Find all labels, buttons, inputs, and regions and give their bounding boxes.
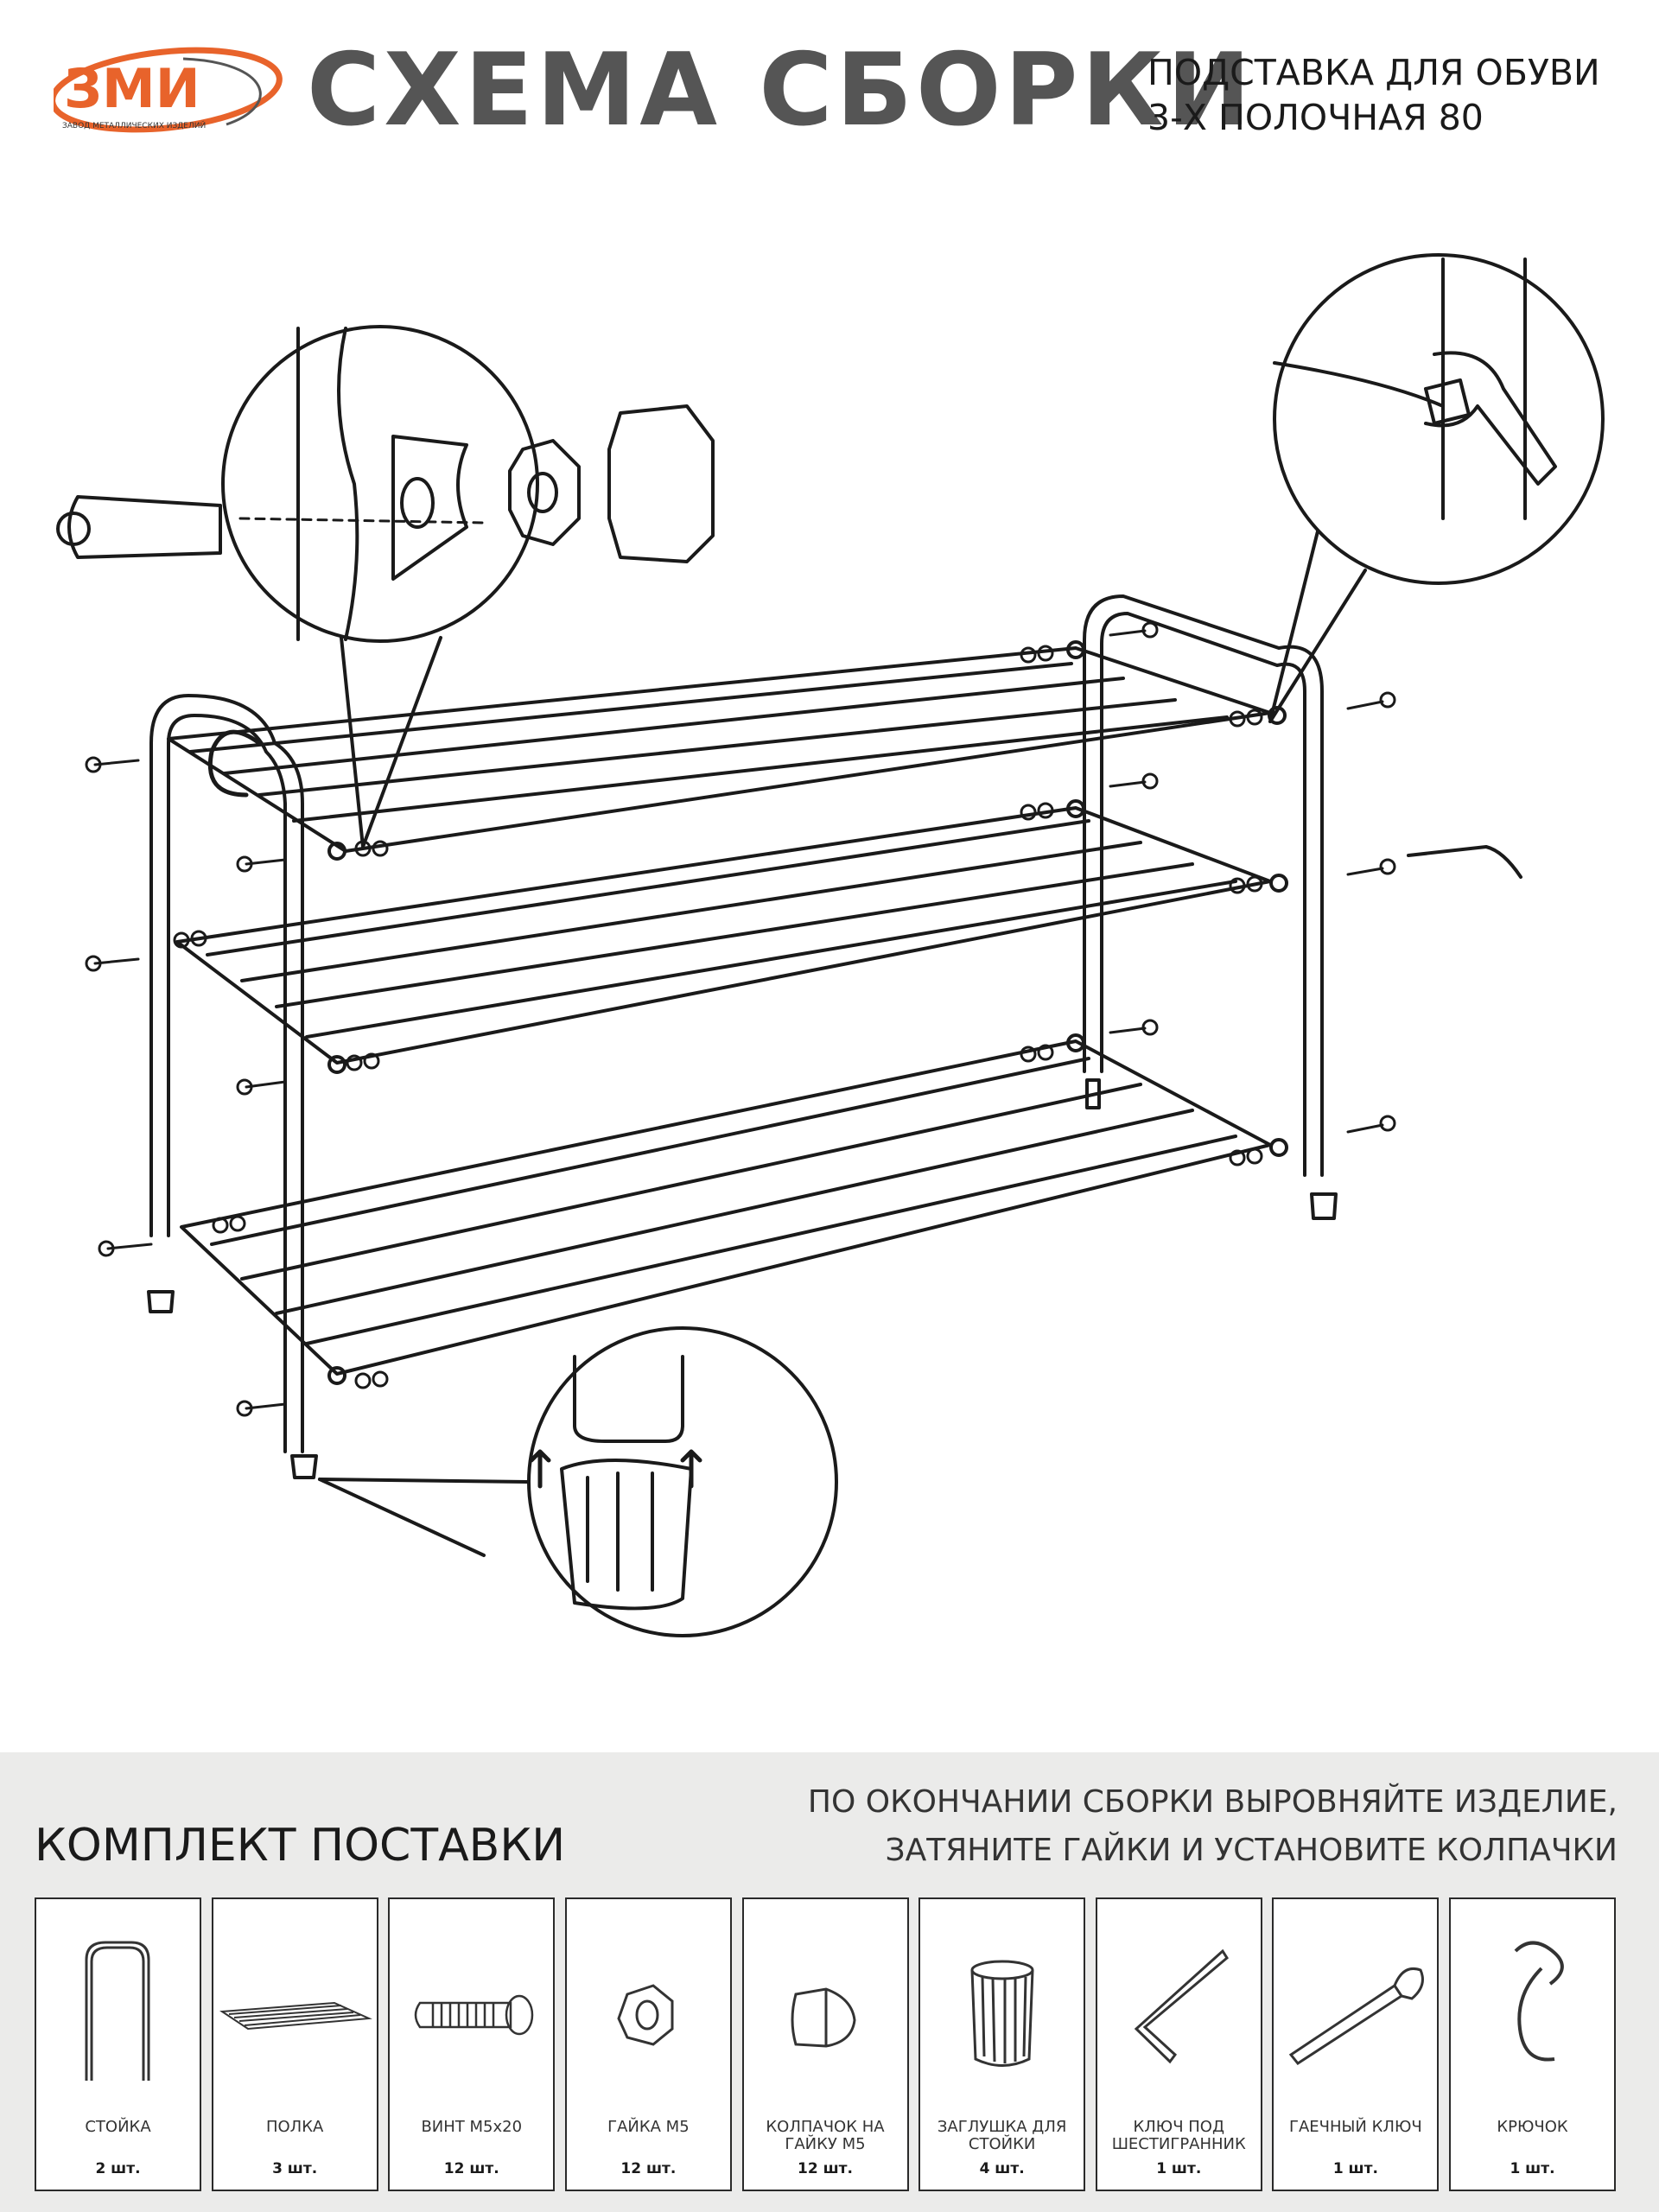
page-title: СХЕМА СБОРКИ xyxy=(307,32,1255,149)
assembly-notice: ПО ОКОНЧАНИИ СБОРКИ ВЫРОВНЯЙТЕ ИЗДЕЛИЕ, … xyxy=(808,1778,1618,1875)
shelf-top xyxy=(167,640,1287,861)
kit-title: КОМПЛЕКТ ПОСТАВКИ xyxy=(35,1820,566,1872)
hook-icon xyxy=(1514,1941,1564,2062)
part-name: ВИНТ М5х20 xyxy=(421,2118,523,2136)
subtitle-line-1: ПОДСТАВКА ДЛЯ ОБУВИ xyxy=(1147,52,1600,93)
subtitle-line-2: 3-Х ПОЛОЧНАЯ 80 xyxy=(1147,97,1484,138)
notice-line-2: ЗАТЯНИТЕ ГАЙКИ И УСТАНОВИТЕ КОЛПАЧКИ xyxy=(885,1833,1618,1868)
detail-wrench xyxy=(1268,253,1605,723)
part-name: КОЛПАЧОК НА ГАЙКУ М5 xyxy=(766,2118,885,2153)
feet xyxy=(147,1078,1338,1479)
part-card-nut-cap: КОЛПАЧОК НА ГАЙКУ М5 12 шт. xyxy=(741,1897,909,2191)
part-name: ГАЙКА М5 xyxy=(607,2118,690,2136)
shelf-bottom xyxy=(180,1033,1288,1385)
notice-line-1: ПО ОКОНЧАНИИ СБОРКИ ВЫРОВНЯЙТЕ ИЗДЕЛИЕ, xyxy=(807,1784,1618,1820)
hook-on-diagram xyxy=(207,729,262,798)
screw-icon xyxy=(415,1994,534,2036)
part-qty: 1 шт. xyxy=(1156,2160,1202,2177)
part-card-wrench: ГАЕЧНЫЙ КЛЮЧ 1 шт. xyxy=(1272,1897,1440,2191)
part-qty: 12 шт. xyxy=(798,2160,853,2177)
part-qty: 12 шт. xyxy=(620,2160,677,2177)
part-card-shelf: ПОЛКА 3 шт. xyxy=(211,1897,378,2191)
logo-tagline: ЗАВОД МЕТАЛЛИЧЕСКИХ ИЗДЕЛИЙ xyxy=(62,120,206,130)
part-name: ГАЕЧНЫЙ КЛЮЧ xyxy=(1289,2118,1422,2136)
product-subtitle: ПОДСТАВКА ДЛЯ ОБУВИ 3-Х ПОЛОЧНАЯ 80 xyxy=(1147,50,1600,140)
part-name: КЛЮЧ ПОД ШЕСТИГРАННИК xyxy=(1111,2118,1246,2153)
brand-logo: ЗМИ ЗАВОД МЕТАЛЛИЧЕСКИХ ИЗДЕЛИЙ xyxy=(54,47,283,133)
part-qty: 4 шт. xyxy=(979,2160,1025,2177)
post-plug-icon xyxy=(970,1960,1034,2067)
part-qty: 1 шт. xyxy=(1510,2160,1555,2177)
shelf-icon xyxy=(219,2001,372,2031)
part-qty: 2 шт. xyxy=(95,2160,141,2177)
nut-icon xyxy=(617,1984,674,2046)
wrench-icon xyxy=(1289,1967,1425,2065)
detail-bolt-joint xyxy=(56,325,715,849)
part-name: КРЮЧОК xyxy=(1497,2118,1568,2136)
part-card-screw: ВИНТ М5х20 12 шт. xyxy=(388,1897,556,2191)
shelf-middle xyxy=(175,799,1288,1074)
hex-key-on-diagram xyxy=(1407,845,1522,879)
part-qty: 12 шт. xyxy=(443,2160,499,2177)
left-screws xyxy=(85,756,287,1417)
detail-foot-plug xyxy=(318,1326,838,1637)
part-name: СТОЙКА xyxy=(85,2118,151,2136)
part-card-nut: ГАЙКА М5 12 шт. xyxy=(564,1897,732,2191)
kit-band: КОМПЛЕКТ ПОСТАВКИ ПО ОКОНЧАНИИ СБОРКИ ВЫ… xyxy=(0,1752,1659,2212)
part-card-post-plug: ЗАГЛУШКА ДЛЯ СТОЙКИ 4 шт. xyxy=(918,1897,1086,2191)
part-card-rack-post: СТОЙКА 2 шт. xyxy=(35,1897,201,2191)
nut-cap-icon xyxy=(791,1987,856,2048)
part-card-hook: КРЮЧОК 1 шт. xyxy=(1449,1897,1616,2191)
left-front-post xyxy=(149,694,304,1453)
right-screws xyxy=(1020,621,1396,1166)
assembly-diagram xyxy=(56,253,1605,1637)
logo-text: ЗМИ xyxy=(64,57,200,120)
part-name: ПОЛКА xyxy=(265,2118,324,2136)
hex-key-icon xyxy=(1134,1948,1229,2064)
part-name: ЗАГЛУШКА ДЛЯ СТОЙКИ xyxy=(937,2118,1067,2153)
rack-post-icon xyxy=(85,1941,150,2081)
parts-grid: СТОЙКА 2 шт. ПОЛКА 3 шт. ВИНТ М5х20 12 ш… xyxy=(35,1897,1616,2195)
part-card-hex-key: КЛЮЧ ПОД ШЕСТИГРАННИК 1 шт. xyxy=(1095,1897,1262,2191)
left-nuts xyxy=(173,840,389,1389)
part-qty: 1 шт. xyxy=(1332,2160,1378,2177)
part-qty: 3 шт. xyxy=(272,2160,318,2177)
right-back-post xyxy=(1083,594,1324,1177)
